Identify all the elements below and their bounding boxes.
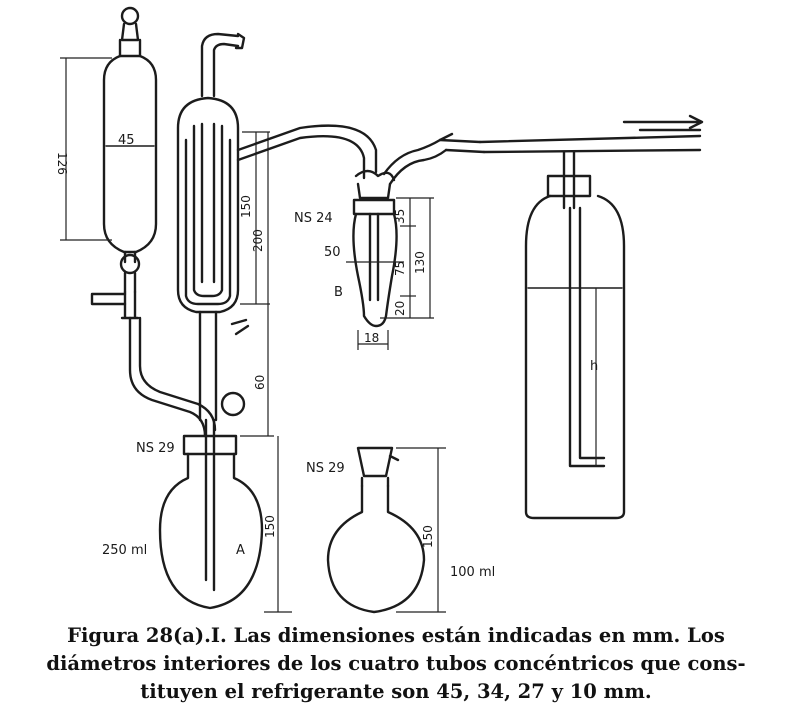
- ns24-label: NS 24: [294, 211, 333, 226]
- flask-a-height-dimension: [264, 436, 292, 613]
- funnel-height-label: 126: [55, 152, 69, 175]
- b-130-label: 130: [413, 251, 427, 274]
- flask-100ml-volume-label: 100 ml: [450, 565, 495, 580]
- flask-b-dimensions: [357, 197, 434, 350]
- condenser: [176, 96, 250, 422]
- flask-100ml-150-label: 150: [421, 525, 435, 548]
- b-35-label: 35: [393, 209, 407, 224]
- measuring-cylinder: [524, 150, 626, 520]
- caption-line-2: diámetros interiores de los cuatro tubos…: [46, 652, 746, 675]
- condenser-60-label: 60: [253, 375, 267, 390]
- figure-caption: Figura 28(a).I. Las dimensiones están in…: [0, 622, 792, 706]
- flask-a-volume-label: 250 ml: [102, 543, 147, 558]
- side-arm-to-b: [236, 124, 378, 180]
- condenser-top-inlet: [200, 32, 246, 98]
- flask-100ml-height-dimension: [396, 447, 446, 613]
- flask-b-label: B: [334, 285, 343, 300]
- flask-100ml: [326, 446, 426, 614]
- flask-a-label: A: [236, 543, 245, 558]
- b-18-label: 18: [364, 331, 379, 345]
- dropping-funnel: [90, 6, 217, 438]
- b-width-label: 50: [324, 245, 341, 260]
- flask-a: [158, 418, 264, 610]
- ns29-a-label: NS 29: [136, 441, 175, 456]
- caption-line-1: Figura 28(a).I. Las dimensiones están in…: [67, 624, 725, 647]
- cylinder-h-label: h: [590, 359, 598, 374]
- funnel-diameter-label: 45: [118, 133, 135, 148]
- apparatus-figure: 45 126 150 200 60: [55, 6, 704, 614]
- condenser-150-label: 150: [239, 195, 253, 218]
- condenser-dimensions: [240, 131, 274, 437]
- b-75-label: 75: [393, 261, 407, 276]
- caption-line-3: tituyen el refrigerante son 45, 34, 27 y…: [140, 680, 652, 703]
- ns29-b-label: NS 29: [306, 461, 345, 476]
- flask-b: [352, 132, 486, 328]
- funnel-height-dimension: [60, 57, 112, 241]
- b-20-label: 20: [393, 301, 407, 316]
- gas-outlet-line: [478, 114, 704, 154]
- condenser-200-label: 200: [251, 229, 265, 252]
- flask-a-150-label: 150: [263, 515, 277, 538]
